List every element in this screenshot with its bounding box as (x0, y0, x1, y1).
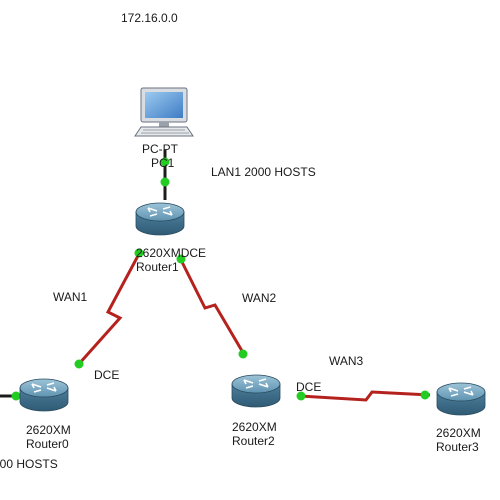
router1-model: 2620XM (136, 246, 181, 260)
serial-link-wan3 (299, 390, 431, 402)
router1-name: Router1 (136, 260, 179, 274)
router2-label: 2620XM Router2 (232, 420, 277, 448)
wan3-label: WAN3 (329, 354, 364, 368)
status-dot (238, 349, 248, 359)
wan1-label: WAN1 (53, 290, 88, 304)
router2-name: Router2 (232, 434, 275, 448)
wan2-label: WAN2 (242, 291, 277, 305)
network-address-label: 172.16.0.0 (121, 11, 178, 25)
serial-link-wan1 (76, 251, 142, 366)
router0-label: 2620XM Router0 (26, 423, 71, 451)
status-dot (296, 391, 306, 401)
router3-model: 2620XM (436, 426, 481, 440)
router-icon[interactable] (231, 374, 281, 408)
router0-name: Router0 (26, 437, 69, 451)
router-icon[interactable] (135, 202, 185, 236)
status-dot (11, 391, 21, 401)
pc1-model: PC-PT (142, 142, 178, 156)
router1-label: 2620XMDCE Router1 (136, 246, 206, 274)
status-dot (134, 248, 144, 258)
link-status-dots (11, 157, 430, 401)
pc-icon[interactable] (134, 87, 194, 137)
status-dot (420, 390, 430, 400)
pc1-name: PC1 (151, 156, 175, 170)
status-dot (176, 254, 186, 264)
router2-dce-label: DCE (296, 380, 322, 394)
lan1-label: LAN1 2000 HOSTS (211, 165, 316, 179)
left-lan-label: 400 HOSTS (0, 457, 58, 471)
router-icon[interactable] (19, 378, 69, 412)
router1-dce-label: DCE (180, 246, 207, 260)
status-dot (74, 359, 84, 369)
serial-link-wan2 (178, 257, 247, 357)
router-icon[interactable] (436, 382, 486, 416)
router3-label: 2620XM Router3 (436, 426, 481, 454)
router0-dce-label: DCE (94, 368, 120, 382)
status-dot (160, 177, 170, 187)
router0-model: 2620XM (26, 423, 71, 437)
router3-name: Router3 (436, 440, 479, 454)
status-dot (160, 157, 170, 167)
router2-model: 2620XM (232, 420, 277, 434)
pc1-label: PC-PT PC1 (142, 142, 178, 170)
